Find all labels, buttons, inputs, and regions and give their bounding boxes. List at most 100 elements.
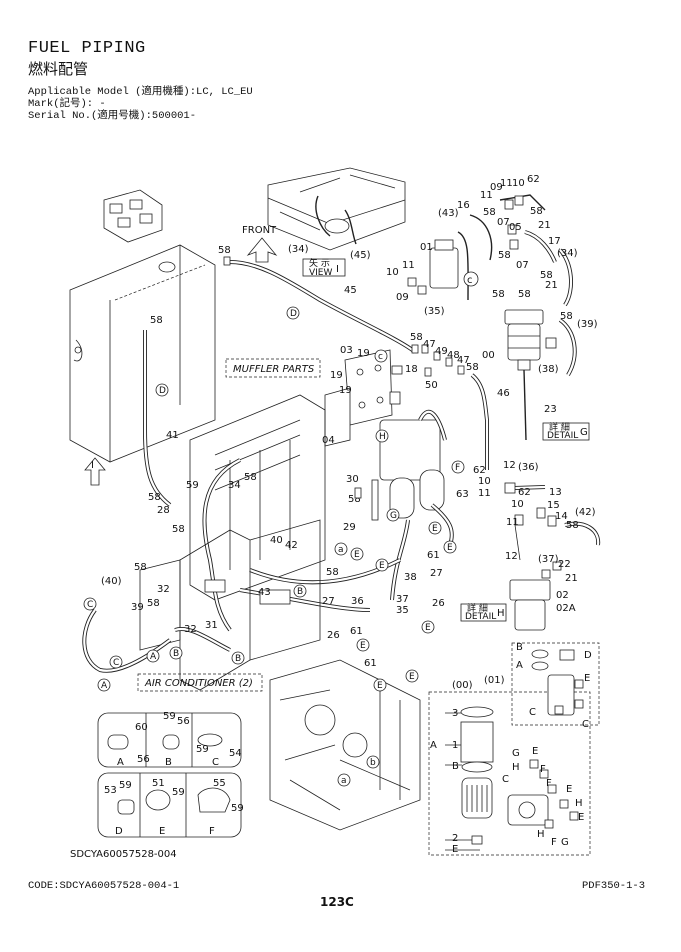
callout-26b: 26 — [432, 598, 445, 609]
callout-43: (43) — [438, 208, 459, 219]
lower-engine-sketch — [269, 659, 421, 831]
callout-21c: 21 — [565, 573, 578, 584]
callout-35b: 35 — [396, 605, 409, 616]
callout-09: 09 — [396, 292, 409, 303]
fuel-hose-41 — [143, 330, 172, 507]
callout-58o: 58 — [326, 567, 339, 578]
callout-11a: 11 — [402, 260, 415, 271]
callout-07a: 07 — [497, 217, 510, 228]
callout-14: 14 — [555, 511, 568, 522]
marker-c1: c — [378, 352, 383, 362]
callout-00b: (00) — [452, 680, 473, 691]
callout-37b: (37) — [538, 554, 559, 565]
marker-b2: B — [173, 649, 179, 659]
callout-50: 50 — [425, 380, 438, 391]
callout-59b: 59 — [163, 711, 176, 722]
applicable-model: Applicable Model (適用機種):LC, LC_EU — [28, 86, 253, 98]
callout-60: 60 — [135, 722, 148, 733]
detail-g-jp: 詳 細 — [549, 421, 570, 433]
muffler-parts-box — [225, 358, 321, 378]
callout-45b: (45) — [350, 250, 371, 261]
callout-27b: 27 — [430, 568, 443, 579]
callout-62b: 62 — [473, 465, 486, 476]
marker-a2: A — [150, 652, 157, 662]
callout-1: 1 — [452, 740, 458, 751]
callout-40a: 40 — [270, 535, 283, 546]
marker-d1: D — [290, 309, 297, 319]
page-title-jp: 燃料配管 — [28, 60, 89, 78]
marker-b4: b — [370, 758, 376, 768]
bracket-assembly — [324, 349, 401, 447]
callout-13: 13 — [549, 487, 562, 498]
filter-breakdown-box — [428, 691, 591, 856]
marker-e5: E — [360, 641, 366, 651]
callout-10d: 10 — [511, 499, 524, 510]
front-arrow-icon — [246, 237, 278, 263]
callout-59e: 59 — [172, 787, 185, 798]
valve-letter-e3: E — [578, 812, 584, 823]
callout-09b: 09 — [490, 182, 503, 193]
callout-31: 31 — [205, 620, 218, 631]
page-title: FUEL PIPING — [28, 39, 146, 58]
callout-58r: 58 — [566, 520, 579, 531]
callout-47b: 47 — [457, 355, 470, 366]
valve-letter-f3: F — [551, 837, 557, 848]
air-conditioner-label: AIR CONDITIONER (2) — [144, 678, 253, 689]
callout-23: 23 — [544, 404, 557, 415]
marker-c3: C — [113, 658, 119, 668]
callout-58q: 58 — [147, 598, 160, 609]
callout-18: 18 — [405, 364, 418, 375]
view-label: VIEW — [309, 268, 332, 278]
callout-41: 41 — [166, 430, 179, 441]
callout-19b: 19 — [330, 370, 343, 381]
detail-h-jp: 詳 細 — [467, 602, 488, 614]
detail-g-label: DETAIL — [547, 431, 578, 441]
callout-58b: 58 — [150, 315, 163, 326]
fuel-hose-46 — [470, 373, 489, 470]
callout-00: 00 — [482, 350, 495, 361]
fuel-filter-upper — [499, 194, 577, 441]
callout-11c: 11 — [478, 488, 491, 499]
callout-21b: 21 — [545, 280, 558, 291]
callout-47: 47 — [423, 339, 436, 350]
marker-e7: E — [409, 672, 415, 682]
page-number: 123C — [320, 895, 354, 909]
callout-45: 45 — [344, 285, 357, 296]
marker-b3: B — [235, 654, 241, 664]
callout-38: (38) — [538, 364, 559, 375]
callout-48: 48 — [447, 350, 460, 361]
callout-58g-left: 58 — [498, 250, 511, 261]
head-letter-a: A — [516, 660, 523, 671]
valve-letter-e2: E — [566, 784, 572, 795]
callout-34b: (34) — [557, 248, 578, 259]
marker-a4: a — [341, 776, 347, 786]
callout-62a: 62 — [527, 174, 540, 185]
marker-c2: C — [87, 600, 93, 610]
air-conditioner-frame — [139, 519, 321, 691]
inset-letter-f: F — [209, 826, 215, 837]
callout-43b: 43 — [258, 587, 271, 598]
callout-59a: 59 — [186, 480, 199, 491]
callout-61a: 61 — [350, 626, 363, 637]
marker-e3: E — [354, 550, 360, 560]
callout-04: 04 — [322, 435, 335, 446]
valve-letter-h1: H — [512, 762, 520, 773]
filter-head-box — [511, 642, 600, 726]
drawing-code: SDCYA60057528-004 — [70, 849, 177, 860]
detail-h-letter: H — [497, 608, 505, 619]
callout-38b: 38 — [404, 572, 417, 583]
head-letter-b: B — [516, 642, 523, 653]
clamp-detail-inset — [97, 712, 242, 838]
callout-58n: 58 — [348, 494, 361, 505]
valve-letter-e1: E — [532, 746, 538, 757]
callout-21a: 21 — [538, 220, 551, 231]
callout-58p: 58 — [134, 562, 147, 573]
callout-29: 29 — [343, 522, 356, 533]
footer-code: CODE:SDCYA60057528-004-1 — [28, 880, 180, 892]
inset-letter-a: A — [117, 757, 124, 768]
callout-53: 53 — [104, 785, 117, 796]
callout-59d: 59 — [119, 780, 132, 791]
head-letter-c2: C — [582, 719, 589, 730]
muffler-parts-label: MUFFLER PARTS — [233, 364, 315, 375]
callout-15: 15 — [547, 500, 560, 511]
